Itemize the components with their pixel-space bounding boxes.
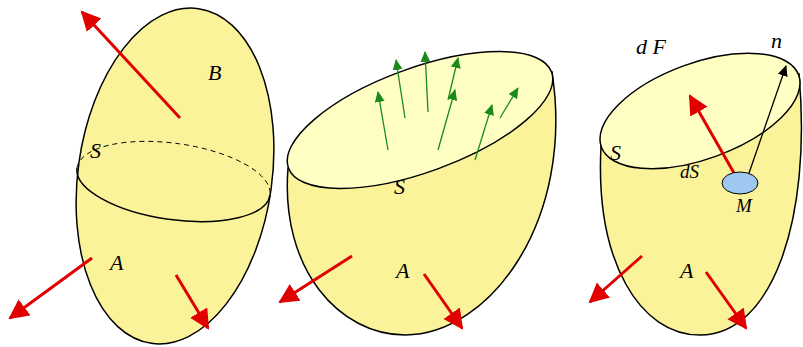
section-label: S: [394, 176, 405, 198]
region-label: A: [396, 260, 409, 282]
label-text: S: [610, 140, 621, 165]
label-text: d F⃗: [636, 34, 683, 59]
region-label: A: [680, 260, 693, 282]
region-label: A: [110, 252, 123, 274]
label-text: A: [110, 250, 123, 275]
label-text: S: [90, 138, 101, 163]
label-text: n⃗: [771, 28, 799, 53]
label-text: B: [208, 60, 221, 85]
region-label: B: [208, 62, 221, 84]
part-a-stress: [271, 23, 570, 335]
label-text: M: [736, 195, 752, 216]
element-label: dS: [680, 162, 699, 181]
label-text: dS: [680, 161, 699, 182]
point-label: M: [736, 196, 752, 215]
label-text: A: [396, 258, 409, 283]
section-label: S: [90, 140, 101, 162]
whole-body: [10, 0, 295, 347]
section-label: S: [610, 142, 621, 164]
label-text: S: [394, 174, 405, 199]
label-text: A: [680, 258, 693, 283]
force-label: d F⃗: [636, 36, 683, 58]
part-a-element: [585, 30, 803, 335]
normal-label: n⃗: [771, 30, 799, 52]
